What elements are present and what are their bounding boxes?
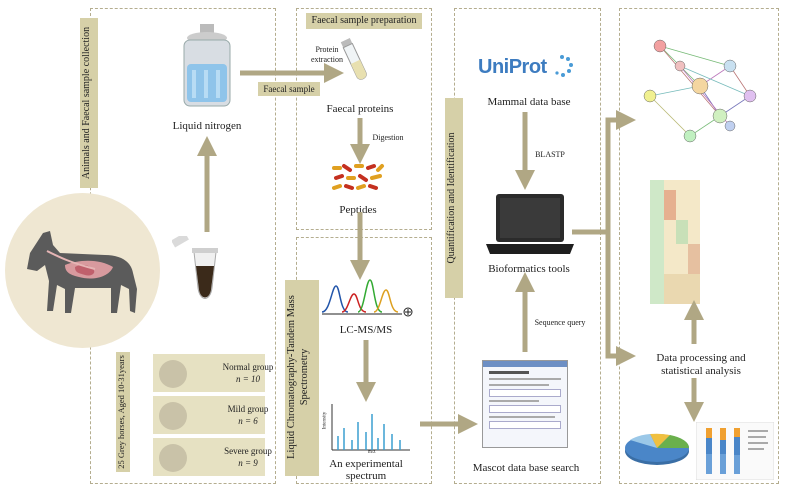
data-processing-label-1: Data processing and <box>656 352 746 364</box>
peptides-label: Peptides <box>339 204 377 216</box>
stacked-bar-image <box>695 421 775 481</box>
collection-title-band: Animals and Faecal sample collection <box>80 18 98 188</box>
mascot-screenshot <box>482 360 568 448</box>
horse-icon <box>27 231 137 313</box>
digestion-label: Digestion <box>372 133 404 142</box>
test-tube-icon <box>340 36 370 86</box>
bio-tools-label: Bioformatics tools <box>488 263 570 275</box>
faecal-sample-tag: Faecal sample <box>258 82 320 96</box>
pie-chart-image <box>622 428 692 468</box>
protein-extraction-label-1: Protein <box>315 45 339 54</box>
prep-title: Faecal sample preparation <box>311 15 417 26</box>
liquid-nitrogen-label: Liquid nitrogen <box>172 120 242 132</box>
horses-note: 25 Grey horses, Aged 10-31years <box>116 355 126 469</box>
sequence-query-label: Sequence query <box>534 318 586 327</box>
horses-note-band: 25 Grey horses, Aged 10-31years <box>116 352 130 472</box>
mild-group: Mild group n = 6 <box>153 396 268 434</box>
spectrum-icon: Intensity m/z <box>322 400 412 456</box>
faecal-proteins-label: Faecal proteins <box>326 103 394 115</box>
chromatogram-icon <box>321 276 414 320</box>
liquid-nitrogen-tank <box>176 24 238 112</box>
group-name: Normal group <box>222 362 274 372</box>
laptop-icon <box>484 194 576 258</box>
quant-title-band: Quantification and Identification <box>445 98 463 298</box>
protein-extraction-label-2: extraction <box>311 55 343 64</box>
lcms-title: Liquid Chromatography-Tandem Mass Spectr… <box>286 295 310 459</box>
faecal-sample-label: Faecal sample <box>263 84 315 94</box>
peptides-icon <box>330 162 386 192</box>
prep-panel <box>296 8 432 230</box>
mascot-label: Mascot data base search <box>472 462 580 474</box>
faeces-icon <box>159 360 187 388</box>
group-name: Severe group <box>224 446 272 456</box>
intensity-label: Intensity <box>322 411 328 430</box>
data-processing-label-2: statistical analysis <box>661 365 741 377</box>
blastp-label: BLASTP <box>535 150 565 159</box>
group-count: n = 9 <box>238 458 258 468</box>
network-graph <box>630 26 770 156</box>
lcms-label: LC-MS/MS <box>339 324 393 336</box>
collection-title: Animals and Faecal sample collection <box>81 26 92 180</box>
severe-group: Severe group n = 9 <box>153 438 272 476</box>
faeces-icon <box>159 444 187 472</box>
uniprot-logo: UniProt <box>478 52 574 86</box>
group-count: n = 10 <box>235 374 261 384</box>
spectrum-label-2: spectrum <box>345 470 387 482</box>
quant-title: Quantification and Identification <box>446 132 457 264</box>
prep-title-band: Faecal sample preparation <box>306 13 422 29</box>
uniprot-logo-text: UniProt <box>478 56 547 78</box>
mz-label: m/z <box>368 450 376 455</box>
group-name: Mild group <box>227 404 269 414</box>
spectrum-label-1: An experimental <box>329 458 403 470</box>
faeces-icon <box>159 402 187 430</box>
group-count: n = 6 <box>238 416 258 426</box>
horse-illustration <box>5 193 160 348</box>
heatmap-image <box>650 180 700 304</box>
sample-tube <box>171 232 222 308</box>
normal-group: Normal group n = 10 <box>153 354 273 392</box>
lcms-title-band: Liquid Chromatography-Tandem Mass Spectr… <box>285 280 319 476</box>
mammal-db-label: Mammal data base <box>487 96 571 108</box>
